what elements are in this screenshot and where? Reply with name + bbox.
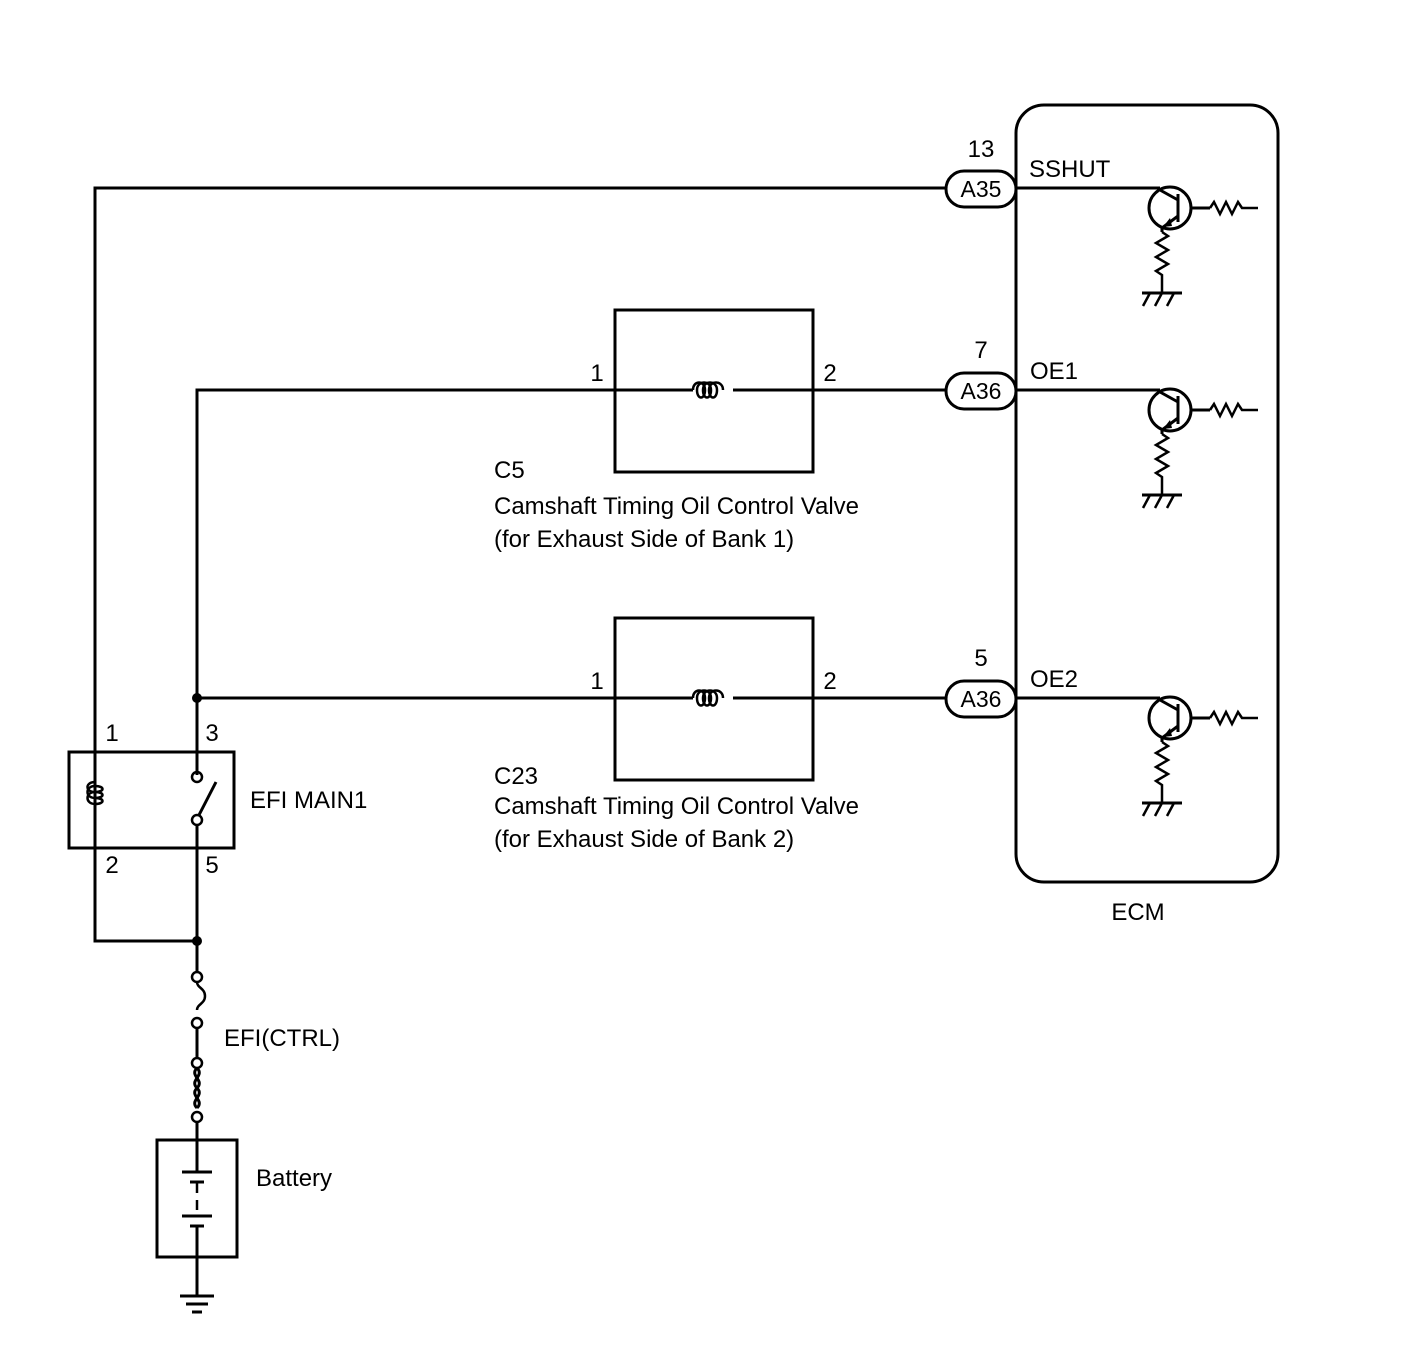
valve-c23-note: (for Exhaust Side of Bank 2) (494, 826, 794, 853)
connector-label-a36-oe2: A36 (961, 686, 1002, 712)
fuse-label: EFI(CTRL) (224, 1025, 340, 1052)
pin-a36-7: 7 (974, 337, 987, 364)
relay-pin-1: 1 (105, 720, 118, 747)
relay-pin-3: 3 (205, 720, 218, 747)
ecm-transistor-3 (1141, 695, 1258, 817)
valve-c23-code: C23 (494, 763, 538, 790)
valve-c5-code: C5 (494, 457, 525, 484)
valve-c23-pin-2: 2 (823, 668, 836, 695)
wire-valve-feed (195, 388, 615, 775)
wire-sshut (93, 186, 946, 940)
signal-oe1: OE1 (1030, 358, 1078, 385)
valve-c23-box (613, 616, 815, 782)
signal-sshut: SSHUT (1029, 156, 1111, 183)
valve-c5-pin-1: 1 (590, 360, 603, 387)
valve-c5-name: Camshaft Timing Oil Control Valve (494, 493, 859, 520)
pin-a36-5: 5 (974, 645, 987, 672)
relay-pin-5: 5 (205, 852, 218, 879)
connector-label-a35: A35 (961, 176, 1002, 202)
ecm-label: ECM (1111, 899, 1164, 926)
pin-a35-13: 13 (968, 136, 995, 163)
valve-c23-name: Camshaft Timing Oil Control Valve (494, 793, 859, 820)
relay-switch-contact-bottom (190, 813, 204, 827)
ecm-transistor-2 (1141, 387, 1258, 509)
fusible-link-icon (190, 1066, 204, 1140)
fuse-icon (190, 970, 207, 1070)
relay-switch-contact-top (190, 770, 204, 784)
wire-relay-coil-return (93, 848, 197, 943)
valve-c5-note: (for Exhaust Side of Bank 1) (494, 526, 794, 553)
battery-icon (182, 1140, 212, 1257)
junction-dot-lower (192, 936, 202, 946)
connector-label-a36-oe1: A36 (961, 378, 1002, 404)
signal-oe2: OE2 (1030, 666, 1078, 693)
connector-a36-oe2 (944, 679, 1018, 719)
valve-c23-coil-icon (691, 689, 725, 707)
junction-dot (192, 693, 202, 703)
connector-a36-oe1 (944, 371, 1018, 411)
ecm-box (1014, 103, 1280, 884)
relay-label: EFI MAIN1 (250, 787, 367, 814)
valve-c5-box (613, 308, 815, 474)
relay-coil-icon (86, 780, 104, 806)
battery-label: Battery (256, 1165, 332, 1192)
relay-pin-2: 2 (105, 852, 118, 879)
valve-c5-pin-2: 2 (823, 360, 836, 387)
connector-a35-sshut (944, 169, 1018, 209)
ecm-transistor-1 (1141, 185, 1258, 307)
relay-box (67, 750, 236, 850)
relay-switch-icon (197, 781, 218, 816)
valve-c23-pin-1: 1 (590, 668, 603, 695)
valve-c5-coil-icon (691, 381, 725, 399)
ground-icon (180, 1294, 214, 1314)
